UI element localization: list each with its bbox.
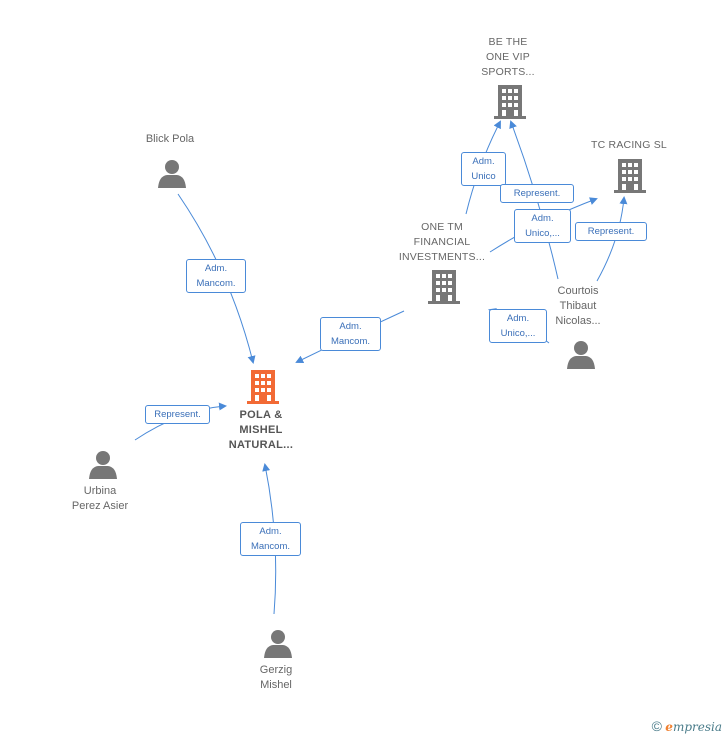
copyright-icon: ©: [651, 718, 662, 734]
node-label-courtois[interactable]: Courtois Thibaut Nicolas...: [555, 285, 601, 327]
node-label-one-tm[interactable]: ONE TM FINANCIAL INVESTMENTS...: [398, 221, 486, 263]
building-icon[interactable]: [494, 84, 526, 120]
edge-label-urbina-pola: Represent.: [145, 405, 210, 424]
person-icon[interactable]: [263, 628, 293, 658]
edge-label-onetm-bethe: Adm.Unico: [461, 152, 506, 186]
person-icon[interactable]: [157, 158, 187, 188]
brand-name: mpresia: [672, 720, 722, 734]
node-label-pola-mishel[interactable]: POLA & MISHEL NATURAL...: [228, 409, 294, 451]
node-label-gerzig[interactable]: Gerzig Mishel: [259, 664, 293, 691]
node-label-be-the-one[interactable]: BE THE ONE VIP SPORTS...: [481, 36, 535, 78]
node-label-urbina[interactable]: Urbina Perez Asier: [71, 485, 129, 512]
edge-label-courtois-tc-adm: Adm.Unico,...: [514, 209, 571, 243]
edge-label-gerzig-pola: Adm.Mancom.: [240, 522, 301, 556]
node-label-tc-racing[interactable]: TC RACING SL: [591, 139, 667, 151]
edge-label-courtois-bethe: Represent.: [500, 184, 574, 203]
building-icon[interactable]: [614, 158, 646, 194]
person-icon[interactable]: [566, 339, 596, 369]
edge-label-onetm-pola: Adm.Mancom.: [320, 317, 381, 351]
edge-label-courtois-tc-rep: Represent.: [575, 222, 647, 241]
building-icon-main[interactable]: [247, 369, 279, 405]
person-icon[interactable]: [88, 449, 118, 479]
edge-label-blick-pola: Adm.Mancom.: [186, 259, 246, 293]
empresia-watermark: © empresia: [652, 718, 722, 734]
edge-label-courtois-onetm: Adm.Unico,...: [489, 309, 547, 343]
building-icon[interactable]: [428, 269, 460, 305]
node-label-blick-pola[interactable]: Blick Pola: [145, 133, 195, 145]
brand-initial: e: [665, 720, 673, 734]
